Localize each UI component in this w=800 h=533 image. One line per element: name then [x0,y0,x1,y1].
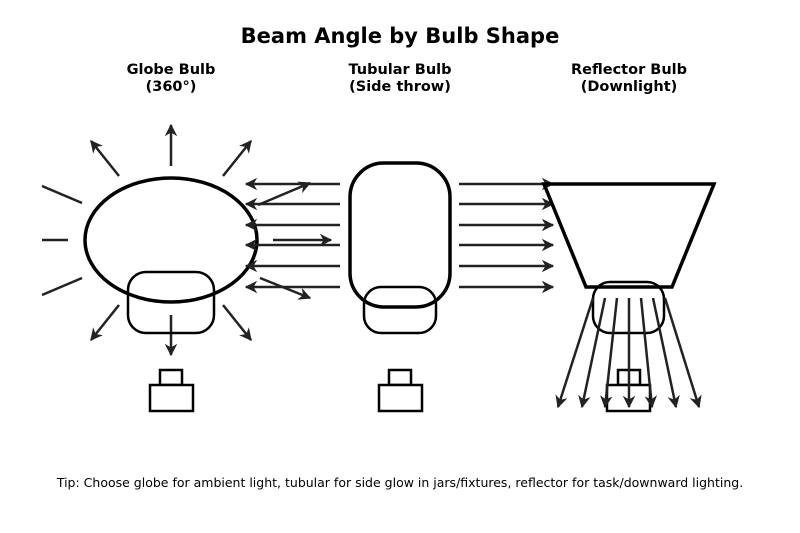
globe-neck-icon [126,270,216,335]
globe-base-icon [148,383,195,413]
tubular-base-top-icon [387,368,413,387]
globe-glass-icon [83,176,259,304]
tubular-bulb-label: Tubular Bulb (Side throw) [290,62,510,96]
reflector-cone-icon [541,182,717,289]
tubular-bulb-figure [244,161,555,413]
globe-bulb-figure [41,123,333,413]
tubular-bulb-name: Tubular Bulb [348,62,452,78]
globe-bulb-subtitle: (360°) [145,79,197,95]
tubular-glass-icon [348,161,452,309]
tubular-base-icon [377,383,424,413]
tubular-left-rays [244,177,340,294]
tubular-right-rays [459,177,555,294]
reflector-bulb-figure [541,182,717,413]
reflector-down-rays [555,297,702,409]
globe-base-top-icon [158,368,184,387]
tubular-bulb-subtitle: (Side throw) [349,79,451,95]
globe-bulb-label: Globe Bulb (360°) [61,62,281,96]
reflector-bulb-subtitle: (Downlight) [580,79,678,95]
tip-text: Tip: Choose globe for ambient light, tub… [56,475,744,490]
diagram-title: Beam Angle by Bulb Shape [240,24,560,48]
reflector-bulb-label: Reflector Bulb (Downlight) [519,62,739,96]
globe-bulb-name: Globe Bulb [126,62,216,78]
tubular-neck-icon [362,285,438,335]
reflector-bulb-name: Reflector Bulb [571,62,687,78]
